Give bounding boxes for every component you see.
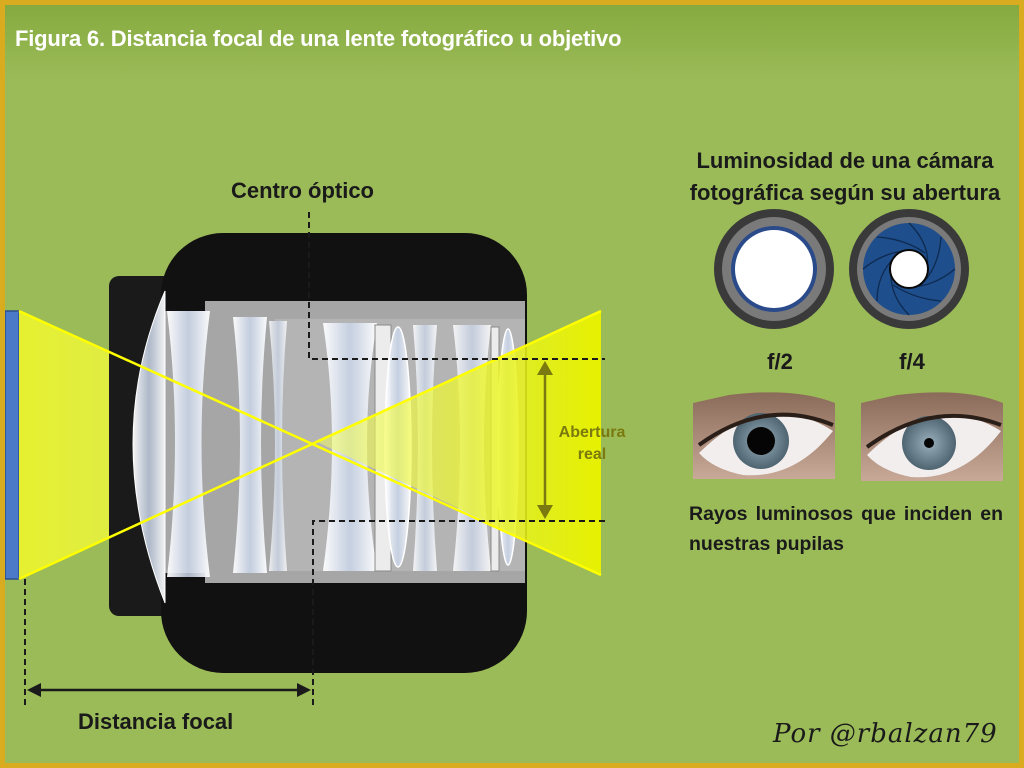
title-bar <box>5 5 1019 81</box>
aperture-f4-icon <box>849 209 969 329</box>
dashed-guides <box>24 212 605 705</box>
f2-label: f/2 <box>767 349 793 374</box>
page-title: Figura 6. Distancia focal de una lente f… <box>15 26 622 51</box>
focal-distance-arrow <box>27 683 311 697</box>
luminosity-heading: Luminosidad de una cámara fotográfica se… <box>689 148 1001 205</box>
focal-distance-label: Distancia focal <box>78 709 234 734</box>
author-credit: Por @rbalzan79 <box>773 719 998 749</box>
aperture-label: Abertura real <box>558 424 626 463</box>
light-rays <box>18 309 602 581</box>
eye-dilated-icon <box>693 392 835 479</box>
eye-contracted-icon <box>861 392 1003 481</box>
aperture-arrow <box>537 361 553 519</box>
diagram-canvas <box>5 209 1003 705</box>
optical-center-label: Centro óptico <box>231 178 374 203</box>
image-sensor <box>5 310 20 580</box>
aperture-f2-icon <box>714 209 834 329</box>
f4-label: f/4 <box>899 349 925 374</box>
light-cone-right <box>315 311 601 575</box>
pupil-caption: Rayos luminosos que inciden en nuestras … <box>689 503 1003 555</box>
